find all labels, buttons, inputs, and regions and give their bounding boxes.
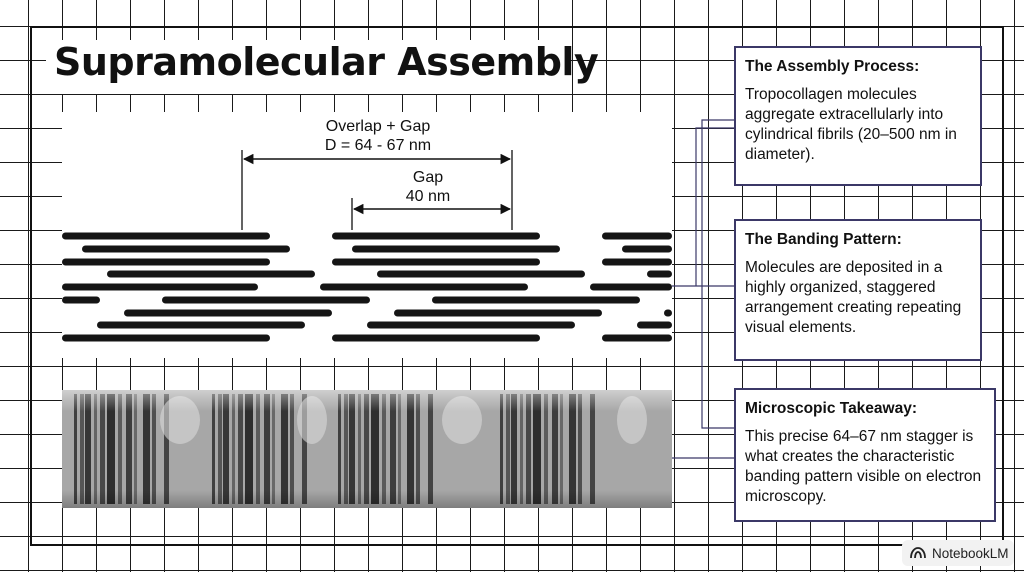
card-body: Tropocollagen molecules aggregate extrac…	[745, 86, 957, 163]
molecule-rod	[62, 334, 270, 342]
electron-micrograph-image	[62, 390, 672, 508]
molecule-rod	[352, 245, 560, 253]
molecule-rod	[664, 309, 672, 317]
card-body: This precise 64–67 nm stagger is what cr…	[745, 428, 982, 505]
molecule-rod	[590, 283, 672, 291]
molecule-rod	[637, 321, 672, 329]
notebooklm-badge: NotebookLM	[902, 540, 1014, 566]
molecule-rod	[97, 321, 305, 329]
gap-label: Gap 40 nm	[405, 169, 451, 205]
molecule-rod	[332, 232, 540, 240]
molecule-rod	[62, 296, 100, 304]
card-heading: The Assembly Process:	[745, 58, 920, 75]
molecule-rod	[62, 283, 258, 291]
molecule-rod	[647, 270, 672, 278]
molecule-rod	[124, 309, 332, 317]
molecule-rod	[82, 245, 290, 253]
card-heading: Microscopic Takeaway:	[745, 400, 918, 417]
molecule-rod	[602, 334, 672, 342]
card-assembly-process: The Assembly Process: Tropocollagen mole…	[734, 46, 982, 186]
staggered-molecules-diagram	[62, 150, 672, 342]
stagger-diagram-panel: Overlap + Gap D = 64 - 67 nm Gap 40 nm	[62, 112, 672, 358]
card-body: Molecules are deposited in a highly orga…	[745, 259, 962, 336]
molecule-rod	[332, 258, 540, 266]
molecule-rod	[602, 232, 672, 240]
card-banding-pattern: The Banding Pattern: Molecules are depos…	[734, 219, 982, 361]
molecule-rod	[162, 296, 370, 304]
molecule-rod	[62, 258, 270, 266]
title-backdrop	[46, 40, 566, 94]
molecule-rod	[107, 270, 315, 278]
micrograph-banding	[62, 390, 672, 508]
molecule-rod	[320, 283, 528, 291]
card-microscopic-takeaway: Microscopic Takeaway: This precise 64–67…	[734, 388, 996, 522]
molecule-rod	[332, 334, 540, 342]
molecule-rod	[602, 258, 672, 266]
slide-title: Supramolecular Assembly	[54, 40, 599, 84]
card-heading: The Banding Pattern:	[745, 231, 902, 248]
molecule-rod	[62, 232, 270, 240]
notebooklm-logo-icon	[910, 547, 926, 559]
overlap-gap-label: Overlap + Gap D = 64 - 67 nm	[324, 118, 432, 154]
molecule-rod	[377, 270, 585, 278]
brand-label: NotebookLM	[932, 545, 1009, 561]
molecule-rows	[62, 232, 672, 342]
molecule-rod	[432, 296, 640, 304]
molecule-rod	[394, 309, 602, 317]
molecule-rod	[367, 321, 575, 329]
molecule-rod	[622, 245, 672, 253]
